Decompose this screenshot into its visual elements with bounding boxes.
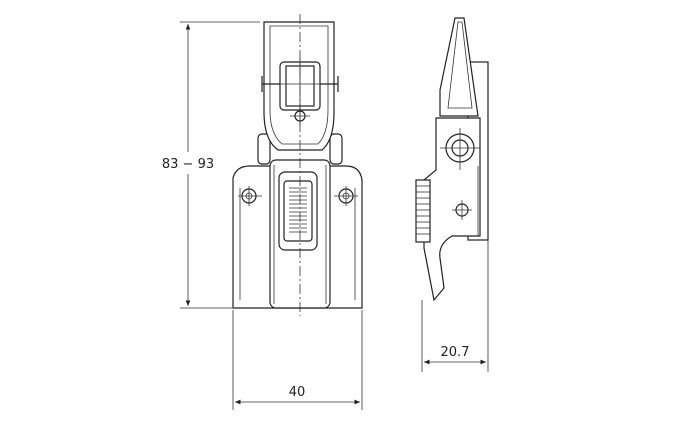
- side-width-dimension: [421, 240, 489, 372]
- side-lever-body: [423, 117, 481, 302]
- front-view: [232, 14, 363, 316]
- front-width-dimension: [232, 310, 363, 410]
- right-screw-hole: [334, 186, 358, 206]
- front-base-plate: [232, 165, 363, 309]
- side-width-label: 20.7: [441, 345, 470, 360]
- left-screw-hole: [238, 186, 262, 206]
- right-hinge-knuckle: [329, 133, 343, 165]
- side-ridged-grip: [415, 179, 431, 243]
- side-screw: [452, 200, 472, 220]
- side-pivot: [440, 128, 480, 170]
- side-view: [415, 17, 489, 302]
- slide-button: [278, 171, 318, 251]
- left-hinge-knuckle: [257, 133, 271, 165]
- height-dimension-label: 83 − 93: [162, 157, 214, 172]
- side-hook-arm: [439, 17, 479, 117]
- height-dimension: [150, 21, 260, 309]
- front-base-inner: [239, 188, 356, 300]
- front-width-label: 40: [289, 385, 306, 400]
